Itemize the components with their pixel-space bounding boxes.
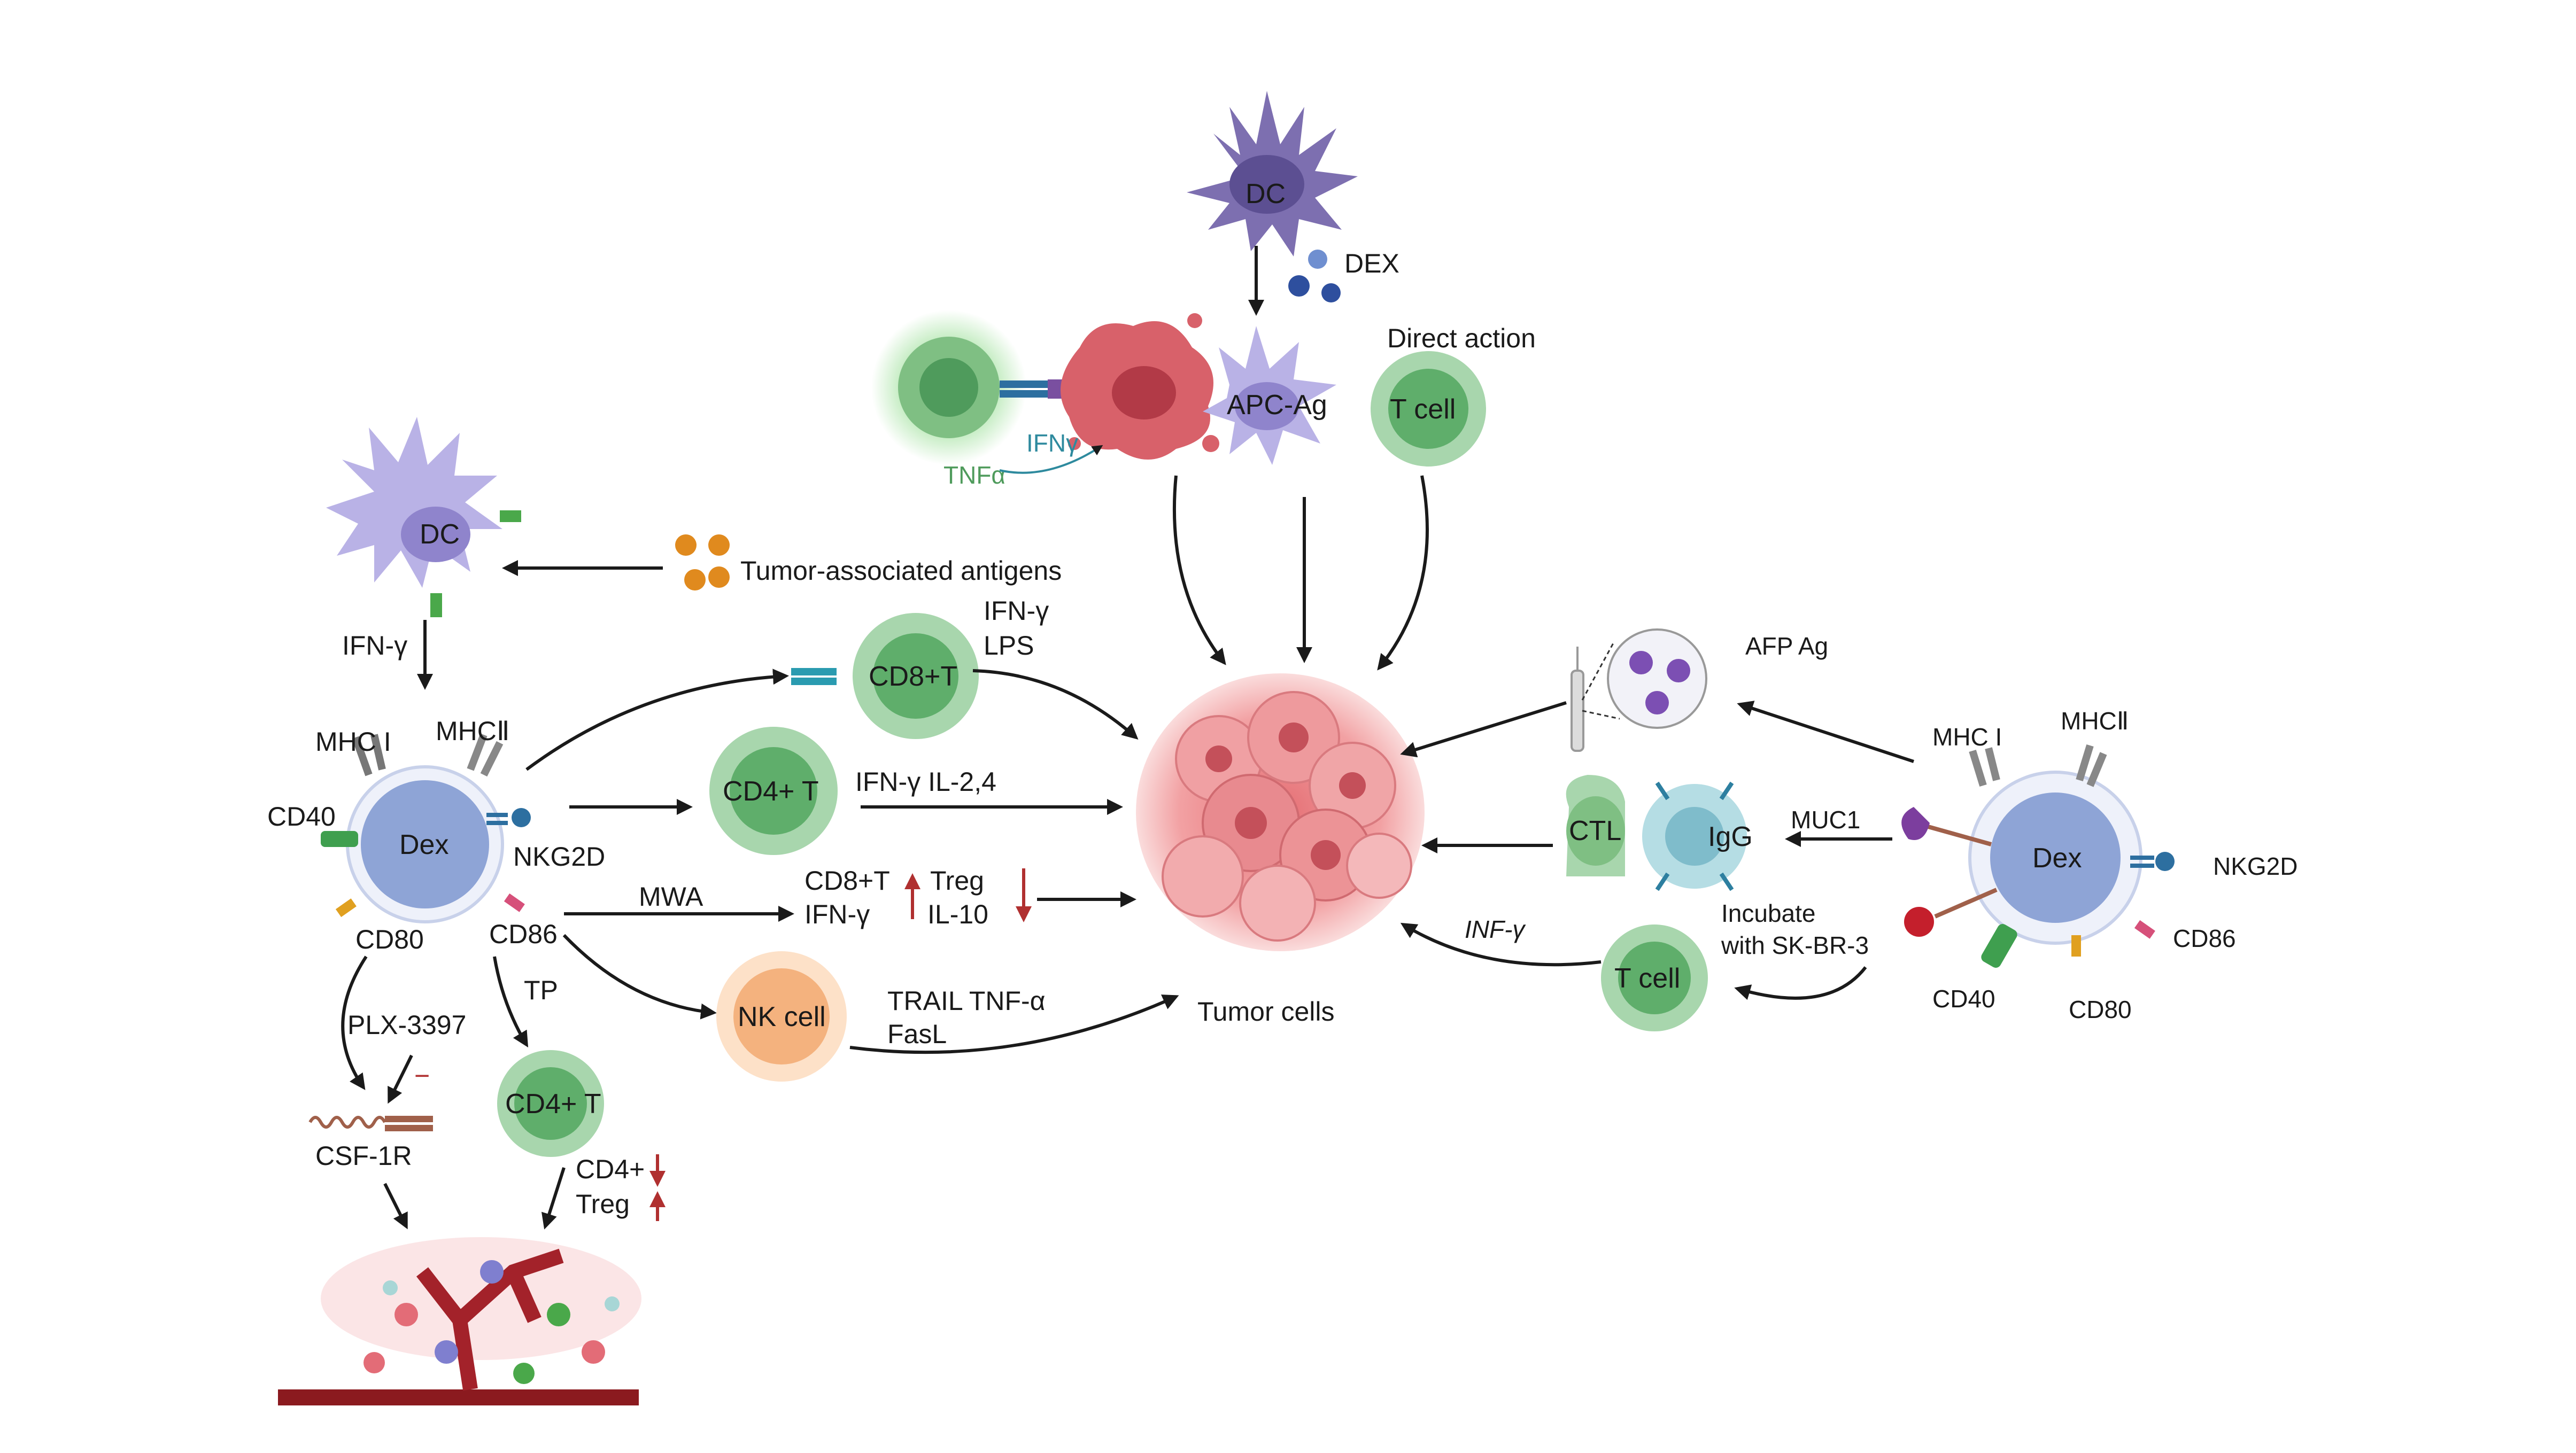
tumor-antigens-label: Tumor-associated antigens [740, 556, 1062, 586]
tcell-to-tumor-arrow [1377, 475, 1429, 671]
left-cd40-label: CD40 [267, 802, 336, 832]
mwa-ifn-label: IFN-γ [804, 899, 870, 929]
direct-action-label: Direct action [1387, 323, 1536, 353]
trail-label: TRAIL TNF-α [887, 986, 1046, 1016]
top-dc-label: DC [1246, 178, 1286, 209]
ifn-lps-label-1: IFN-γ [984, 596, 1049, 626]
fasl-label: FasL [887, 1019, 947, 1049]
inhibition-sign: − [414, 1061, 430, 1091]
glowing-t-cell [871, 310, 1026, 465]
tp-label: TP [524, 975, 558, 1005]
cd8-t-cell: CD8+T [791, 613, 979, 739]
dex-to-nk-arrow [562, 934, 717, 1020]
dex-vesicles [1288, 250, 1341, 302]
incubate-label-2: with SK-BR-3 [1721, 931, 1869, 959]
ifn-il24-label: IFN-γ IL-2,4 [855, 767, 996, 797]
left-cd86-label: CD86 [489, 919, 558, 949]
plx-label: PLX-3397 [347, 1010, 466, 1040]
right-cd40-label: CD40 [1932, 985, 1995, 1013]
muc1-label: MUC1 [1791, 806, 1860, 834]
ctl-cell: CTL [1566, 775, 1625, 876]
apc-label: APC-Ag [1227, 390, 1327, 421]
cd4-t-cell: CD4+ T [709, 727, 838, 855]
left-dc-label: DC [420, 519, 460, 550]
dex-to-afp-arrow [1737, 701, 1914, 763]
left-dex-label: Dex [399, 829, 448, 860]
mwa-cd8t-label: CD8+T [804, 866, 890, 896]
ifn-lps-label-2: LPS [984, 631, 1034, 661]
cd4-t-label: CD4+ T [723, 776, 819, 807]
csf1r-receptor [308, 1116, 433, 1131]
nk-to-tumor-arrow [849, 994, 1179, 1054]
dex-label: DEX [1344, 248, 1399, 278]
left-cd80-label: CD80 [355, 924, 424, 954]
right-mhc2-label: MHCⅡ [2061, 707, 2129, 735]
mwa-il10-label: IL-10 [927, 899, 988, 929]
ctl-label: CTL [1569, 815, 1621, 846]
apc-cell: APC-Ag [1203, 326, 1336, 465]
nk-cell-label: NK cell [738, 1001, 826, 1032]
tumor-antigen-particles [675, 534, 730, 590]
afp-antigen-vaccine [1571, 628, 1707, 752]
tumor-microenvironment-illustration [278, 1237, 641, 1405]
plx-to-csf1r-arrow [388, 1054, 413, 1104]
dex-to-tcell-arrow [1734, 966, 1867, 1000]
right-cd80-label: CD80 [2069, 996, 2132, 1023]
mwa-treg-label: Treg [930, 866, 984, 896]
right-dex-label: Dex [2032, 843, 2082, 874]
lower-cd4-t-label: CD4+ T [505, 1089, 601, 1120]
right-t-cell-label: T cell [1614, 963, 1680, 994]
afp-label: AFP Ag [1745, 632, 1828, 660]
right-cd86-label: CD86 [2173, 924, 2236, 952]
cd4-to-vessel-arrow [541, 1167, 566, 1230]
top-dc-cell: DC [1187, 91, 1358, 257]
tumor-cells-label: Tumor cells [1197, 997, 1335, 1027]
left-nkg2d-label: NKG2D [513, 842, 605, 872]
igg-label: IgG [1708, 821, 1753, 852]
left-dc-cell: DC [326, 417, 521, 617]
tcell-to-tumor-arrow [1400, 922, 1602, 967]
incubate-label-1: Incubate [1721, 899, 1815, 927]
direct-t-cell: T cell [1371, 351, 1486, 467]
tumor-cells-cluster [1136, 673, 1425, 951]
direct-t-cell-label: T cell [1390, 394, 1456, 425]
mwa-label: MWA [639, 882, 703, 912]
left-mhc2-label: MHCⅡ [436, 716, 509, 746]
inf-gamma-label: INF-γ [1465, 915, 1526, 943]
treg-up-label: Treg [576, 1189, 630, 1219]
dex-to-cd8-arrow [525, 669, 789, 771]
igg-cell: IgG [1642, 781, 1753, 891]
left-ifn-gamma-label: IFN-γ [342, 631, 407, 661]
right-nkg2d-label: NKG2D [2213, 852, 2297, 880]
right-mhc1-label: MHC I [1932, 723, 2002, 751]
dying-tumor-cell [1061, 313, 1219, 460]
cd8-to-tumor-arrow [972, 669, 1139, 740]
left-dex-vesicle: Dex [321, 733, 531, 923]
tnf-alpha-label: TNFα [943, 461, 1005, 489]
cd4-down-label: CD4+ [576, 1154, 645, 1184]
cd8-t-label: CD8+T [869, 661, 957, 692]
tnf-to-tumor-arrow [1172, 475, 1226, 665]
lower-cd4-t-cell: CD4+ T [497, 1050, 604, 1157]
dex-to-csf1r-arrow [341, 955, 368, 1090]
right-t-cell: T cell [1601, 924, 1708, 1031]
csf1r-label: CSF-1R [315, 1141, 412, 1171]
nk-cell: NK cell [716, 951, 847, 1082]
right-dex-vesicle: Dex [1901, 744, 2175, 968]
left-mhc1-label: MHC I [315, 727, 391, 757]
cytokine-arrow [999, 445, 1103, 474]
ifn-gamma-label: IFNγ [1026, 429, 1078, 457]
csf1r-to-vessel-arrow [383, 1183, 408, 1230]
afp-to-tumor-arrow [1400, 701, 1567, 758]
dex-to-lower-cd4-arrow [493, 956, 529, 1048]
